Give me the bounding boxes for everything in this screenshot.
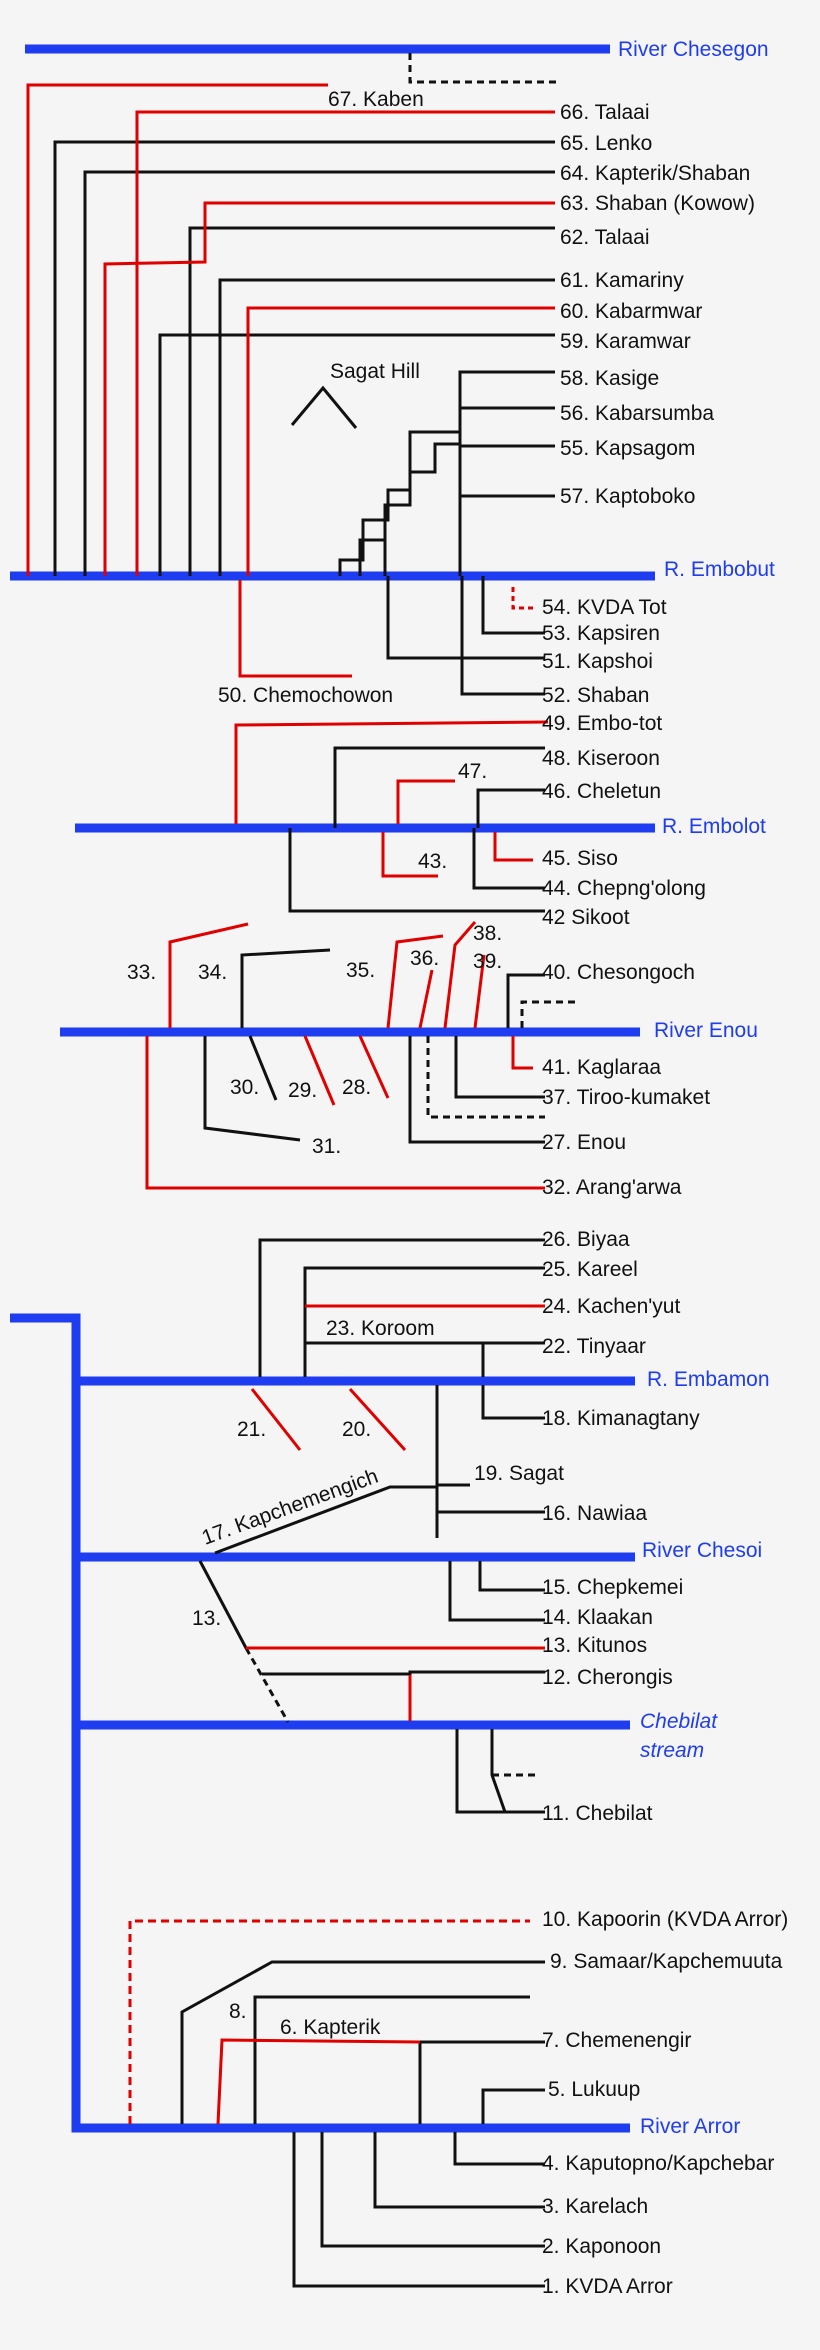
label-42: 42 Sikoot [542, 906, 630, 929]
river-label-arror: River Arror [640, 2115, 740, 2138]
label-22: 22. Tinyaar [542, 1335, 646, 1358]
label-61: 61. Kamariny [560, 269, 684, 292]
river-label-chebilat-2: stream [640, 1739, 704, 1762]
label-20: 20. [342, 1418, 371, 1441]
label-19: 19. Sagat [474, 1462, 564, 1485]
label-58: 58. Kasige [560, 367, 659, 390]
label-44: 44. Chepng'olong [542, 877, 706, 900]
label-12: 12. Cherongis [542, 1666, 673, 1689]
label-14: 14. Klaakan [542, 1606, 653, 1629]
label-4: 4. Kaputopno/Kapchebar [542, 2152, 774, 2175]
black-lines [53, 53, 580, 2288]
label-21: 21. [237, 1418, 266, 1441]
label-67: 67. Kaben [328, 88, 424, 111]
label-32: 32. Arang'arwa [542, 1176, 682, 1199]
red-lines [26, 83, 555, 2125]
label-45: 45. Siso [542, 847, 618, 870]
label-37: 37. Tiroo-kumaket [542, 1086, 710, 1109]
label-65: 65. Lenko [560, 132, 652, 155]
label-54: 54. KVDA Tot [542, 596, 667, 619]
river-label-enou: River Enou [654, 1019, 758, 1042]
label-11: 11. Chebilat [542, 1802, 653, 1825]
river-label-chesoi: River Chesoi [642, 1539, 762, 1562]
label-8: 8. [229, 2000, 247, 2023]
river-label-chebilat: Chebilat [640, 1710, 718, 1733]
river-labels: River Chesegon R. Embobut R. Embolot Riv… [618, 38, 775, 2138]
label-40: 40. Chesongoch [542, 961, 695, 984]
label-24: 24. Kachen'yut [542, 1295, 680, 1318]
label-52: 52. Shaban [542, 684, 649, 707]
label-2: 2. Kaponoon [542, 2235, 661, 2258]
label-41: 41. Kaglaraa [542, 1056, 661, 1079]
label-17: 17. Kapchemengich [199, 1465, 381, 1550]
label-5: 5. Lukuup [548, 2078, 640, 2101]
river-label-embamon: R. Embamon [647, 1368, 770, 1391]
river-lines [10, 44, 655, 2133]
label-6: 6. Kapterik [280, 2016, 381, 2039]
label-9: 9. Samaar/Kapchemuuta [550, 1950, 783, 1973]
label-18: 18. Kimanagtany [542, 1407, 700, 1430]
label-1: 1. KVDA Arror [542, 2275, 673, 2298]
label-31: 31. [312, 1135, 341, 1158]
label-34: 34. [198, 961, 227, 984]
label-59: 59. Karamwar [560, 330, 691, 353]
label-56: 56. Kabarsumba [560, 402, 714, 425]
river-label-embolot: R. Embolot [662, 815, 766, 838]
label-27: 27. Enou [542, 1131, 626, 1154]
label-46: 46. Cheletun [542, 780, 661, 803]
label-55: 55. Kapsagom [560, 437, 695, 460]
label-25: 25. Kareel [542, 1258, 638, 1281]
label-16: 16. Nawiaa [542, 1502, 647, 1525]
label-33: 33. [127, 961, 156, 984]
label-60: 60. Kabarmwar [560, 300, 702, 323]
label-30: 30. [230, 1076, 259, 1099]
label-23: 23. Koroom [326, 1317, 435, 1340]
label-10: 10. Kapoorin (KVDA Arror) [542, 1908, 788, 1931]
label-13a: 13. [192, 1607, 221, 1630]
label-47: 47. [458, 760, 487, 783]
label-51: 51. Kapshoi [542, 650, 653, 673]
label-28: 28. [342, 1076, 371, 1099]
label-26: 26. Biyaa [542, 1228, 630, 1251]
river-label-chesegon: River Chesegon [618, 38, 769, 61]
label-29: 29. [288, 1079, 317, 1102]
label-57: 57. Kaptoboko [560, 485, 695, 508]
label-13: 13. Kitunos [542, 1634, 647, 1657]
label-50: 50. Chemochowon [218, 684, 393, 707]
settlement-labels: 67. Kaben 66. Talaai 65. Lenko 64. Kapte… [127, 88, 788, 2298]
label-64: 64. Kapterik/Shaban [560, 162, 750, 185]
label-36: 36. [410, 947, 439, 970]
label-62: 62. Talaai [560, 226, 650, 249]
label-48: 48. Kiseroon [542, 747, 660, 770]
label-49: 49. Embo-tot [542, 712, 662, 735]
label-15: 15. Chepkemei [542, 1576, 683, 1599]
label-3: 3. Karelach [542, 2195, 648, 2218]
label-35: 35. [346, 959, 375, 982]
label-63: 63. Shaban (Kowow) [560, 192, 755, 215]
label-sagat-hill: Sagat Hill [330, 360, 420, 383]
label-38: 38. [473, 922, 502, 945]
label-66: 66. Talaai [560, 101, 650, 124]
label-7: 7. Chemenengir [542, 2029, 691, 2052]
label-53: 53. Kapsiren [542, 622, 660, 645]
label-43: 43. [418, 850, 447, 873]
river-label-embobut: R. Embobut [664, 558, 775, 581]
label-39: 39. [473, 950, 502, 973]
